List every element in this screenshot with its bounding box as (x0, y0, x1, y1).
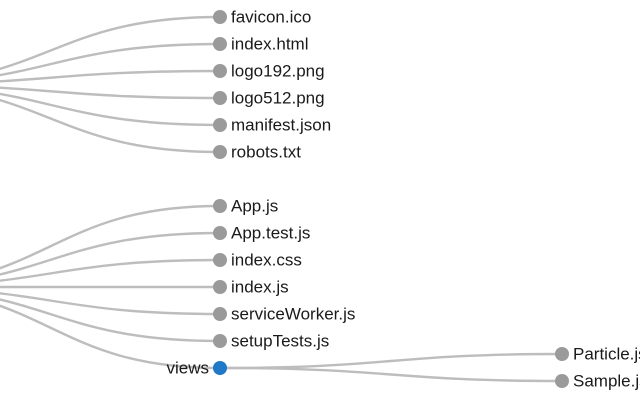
tree-node-sample-js[interactable]: Sample.js (555, 371, 640, 390)
file-node-dot[interactable] (555, 374, 569, 388)
tree-node-robots-txt[interactable]: robots.txt (213, 142, 301, 161)
node-label: serviceWorker.js (231, 304, 355, 323)
node-label: robots.txt (231, 142, 301, 161)
tree-link (0, 69, 221, 83)
tree-node-logo512-png[interactable]: logo512.png (213, 88, 325, 107)
tree-node-index-js[interactable]: index.js (213, 277, 289, 296)
node-label: logo512.png (231, 88, 325, 107)
tree-node-favicon-ico[interactable]: favicon.ico (213, 7, 311, 26)
tree-node-views[interactable]: views (166, 358, 227, 377)
tree-nodes: favicon.ico index.html logo192.png logo512.… (166, 7, 640, 390)
tree-links (0, 15, 563, 383)
tree-link (0, 258, 221, 282)
tree-node-manifest-json[interactable]: manifest.json (213, 115, 331, 134)
file-node-dot[interactable] (213, 280, 227, 294)
tree-link (0, 86, 221, 100)
node-label: index.js (231, 277, 289, 296)
file-node-dot[interactable] (213, 145, 227, 159)
tree-link (0, 98, 221, 154)
node-label: favicon.ico (231, 7, 311, 26)
folder-node-dot[interactable] (213, 361, 227, 375)
tree-link (219, 352, 563, 370)
node-label: Sample.js (573, 371, 640, 390)
node-label: Particle.js (573, 344, 640, 363)
tree-node-particle-js[interactable]: Particle.js (555, 344, 640, 363)
tree-link (0, 298, 221, 343)
node-label: index.html (231, 34, 308, 53)
file-node-dot[interactable] (213, 334, 227, 348)
node-label: views (166, 358, 209, 377)
tree-node-serviceworker-js[interactable]: serviceWorker.js (213, 304, 355, 323)
tree-node-logo192-png[interactable]: logo192.png (213, 61, 325, 80)
file-node-dot[interactable] (213, 199, 227, 213)
tree-link (0, 15, 221, 71)
node-label: App.js (231, 196, 278, 215)
node-label: manifest.json (231, 115, 331, 134)
file-node-dot[interactable] (213, 64, 227, 78)
file-node-dot[interactable] (213, 37, 227, 51)
node-label: logo192.png (231, 61, 325, 80)
tree-node-app-test-js[interactable]: App.test.js (213, 223, 310, 242)
file-node-dot[interactable] (213, 226, 227, 240)
file-node-dot[interactable] (213, 118, 227, 132)
tree-link (0, 231, 221, 276)
tree-link (0, 42, 221, 77)
tree-link (0, 204, 221, 270)
tree-node-index-css[interactable]: index.css (213, 250, 302, 269)
tree-link (0, 92, 221, 127)
node-label: index.css (231, 250, 302, 269)
node-label: setupTests.js (231, 331, 329, 350)
tree-node-app-js[interactable]: App.js (213, 196, 278, 215)
file-node-dot[interactable] (213, 307, 227, 321)
file-node-dot[interactable] (213, 91, 227, 105)
tree-node-setuptests-js[interactable]: setupTests.js (213, 331, 329, 350)
tree-link (219, 366, 563, 383)
tree-node-index-html[interactable]: index.html (213, 34, 308, 53)
file-node-dot[interactable] (213, 253, 227, 267)
file-node-dot[interactable] (555, 347, 569, 361)
node-label: App.test.js (231, 223, 310, 242)
tree-link (0, 304, 221, 370)
file-node-dot[interactable] (213, 10, 227, 24)
tree-link (0, 292, 221, 316)
